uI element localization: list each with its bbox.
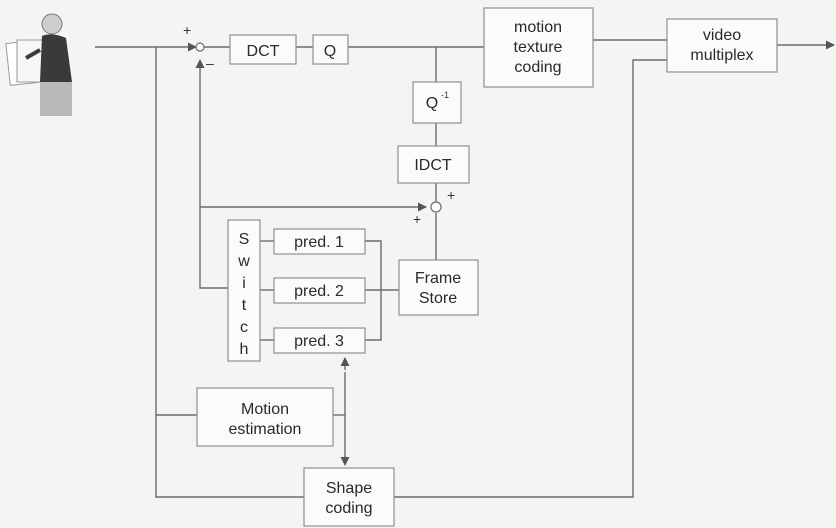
pred-2-label: pred. 2 — [294, 283, 344, 300]
switch-letter-6: h — [240, 341, 249, 358]
pred-3-label: pred. 3 — [294, 333, 344, 350]
shape-coding-line-1: Shape — [326, 480, 372, 497]
shape-coding-block: Shape coding — [304, 468, 394, 526]
motion-texture-coding-line-1: motion — [514, 19, 562, 36]
motion-estimation-line-1: Motion — [241, 401, 289, 418]
adder-junction — [431, 202, 441, 212]
motion-estimation-line-2: estimation — [229, 421, 302, 438]
switch-letter-2: w — [237, 253, 250, 270]
quantizer-block: Q — [313, 35, 348, 64]
motion-texture-coding-block: motion texture coding — [484, 8, 593, 87]
dct-block: DCT — [230, 35, 296, 64]
idct-block: IDCT — [398, 146, 469, 183]
motion-texture-coding-line-3: coding — [514, 59, 561, 76]
switch-letter-5: c — [240, 319, 248, 336]
frame-store-line-2: Store — [419, 290, 457, 307]
subtract-minus-sign: – — [206, 55, 214, 71]
switch-letter-4: t — [242, 297, 247, 314]
motion-estimation-block: Motion estimation — [197, 388, 333, 446]
inverse-quantizer-block: Q -1 — [413, 82, 461, 123]
video-multiplex-line-2: multiplex — [690, 47, 753, 64]
pred-1-label: pred. 1 — [294, 234, 344, 251]
idct-label: IDCT — [414, 157, 452, 174]
inverse-quantizer-label: Q — [426, 95, 438, 112]
add-plus-top-sign: + — [447, 187, 455, 203]
pred-3-block: pred. 3 — [274, 328, 365, 353]
motion-texture-coding-line-2: texture — [514, 39, 563, 56]
subtract-plus-sign: + — [183, 22, 191, 38]
switch-letter-1: S — [239, 231, 250, 248]
pred-2-block: pred. 2 — [274, 278, 365, 303]
inverse-quantizer-superscript: -1 — [441, 90, 449, 100]
subtractor-junction — [196, 43, 204, 51]
pred-1-block: pred. 1 — [274, 229, 365, 254]
switch-block: S w i t c h — [228, 220, 260, 361]
shape-coding-line-2: coding — [325, 500, 372, 517]
quantizer-label: Q — [324, 43, 336, 60]
add-plus-bottom-sign: + — [413, 211, 421, 227]
video-multiplex-line-1: video — [703, 27, 741, 44]
person-holding-picture-icon — [6, 14, 72, 116]
dct-label: DCT — [247, 43, 280, 60]
frame-store-block: Frame Store — [399, 260, 478, 315]
switch-letter-3: i — [242, 275, 246, 292]
video-multiplex-block: video multiplex — [667, 19, 777, 72]
frame-store-line-1: Frame — [415, 270, 461, 287]
